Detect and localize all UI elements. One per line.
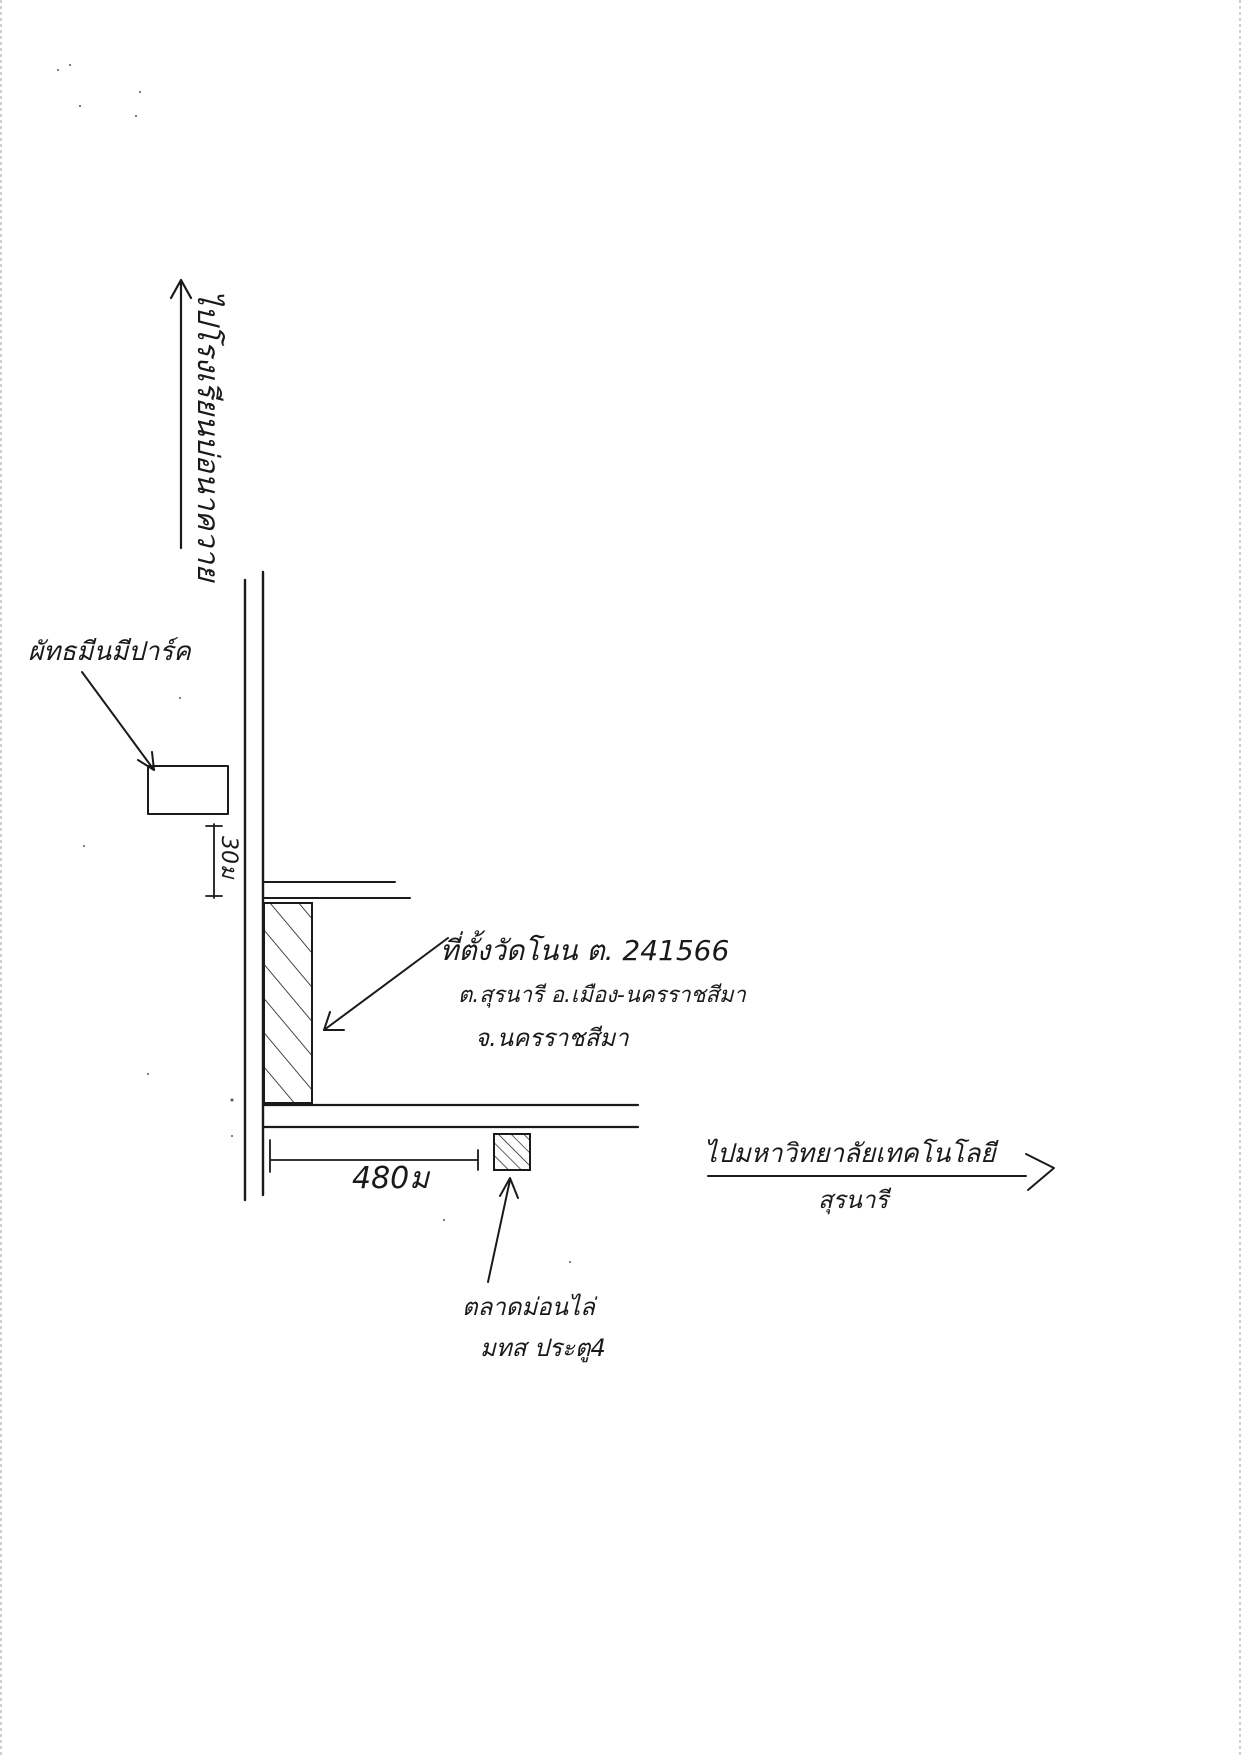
temple-label-line1: ที่ตั้งวัดโนน ต. 241566 xyxy=(440,930,729,967)
side-road-east xyxy=(262,881,411,899)
park-pointer-arrow xyxy=(81,671,155,771)
temple-label-line2: ต.สุรนารี อ.เมือง-นครราชสีมา xyxy=(458,983,746,1008)
market-label-line2: มทส ประตู4 xyxy=(480,1334,606,1363)
distance-east-label: 480ม xyxy=(352,1161,431,1196)
temple-label-line3: จ.นครราชสีมา xyxy=(475,1024,630,1052)
main-road-vertical xyxy=(243,570,265,1202)
east-road-label-line2: สุรนารี xyxy=(818,1186,891,1215)
distance-north-marker xyxy=(205,823,223,899)
east-direction-arrow xyxy=(707,1153,1055,1191)
north-direction-arrow xyxy=(169,278,193,550)
park-building xyxy=(147,765,229,815)
distance-north-label: 30ม xyxy=(216,836,241,880)
market-label-line1: ตลาดม่อนไล่ xyxy=(462,1293,598,1321)
temple-site xyxy=(263,902,313,1104)
market-site xyxy=(493,1133,531,1171)
distance-east-marker xyxy=(269,1139,479,1173)
scan-edge-left xyxy=(0,0,2,1755)
road-east-lower xyxy=(261,1103,640,1129)
temple-pointer-arrow xyxy=(323,937,449,1031)
park-label: ผัทธมีนมีปาร์ค xyxy=(28,637,192,667)
north-road-label: ไปโรงเรียนบ่อนาควาย xyxy=(190,290,226,584)
market-pointer-arrow xyxy=(487,1177,519,1283)
scan-edge-right xyxy=(1239,0,1241,1755)
east-road-label-line1: ไปมหาวิทยาลัยเทคโนโลยี xyxy=(704,1138,999,1169)
scan-specks xyxy=(57,64,571,1263)
